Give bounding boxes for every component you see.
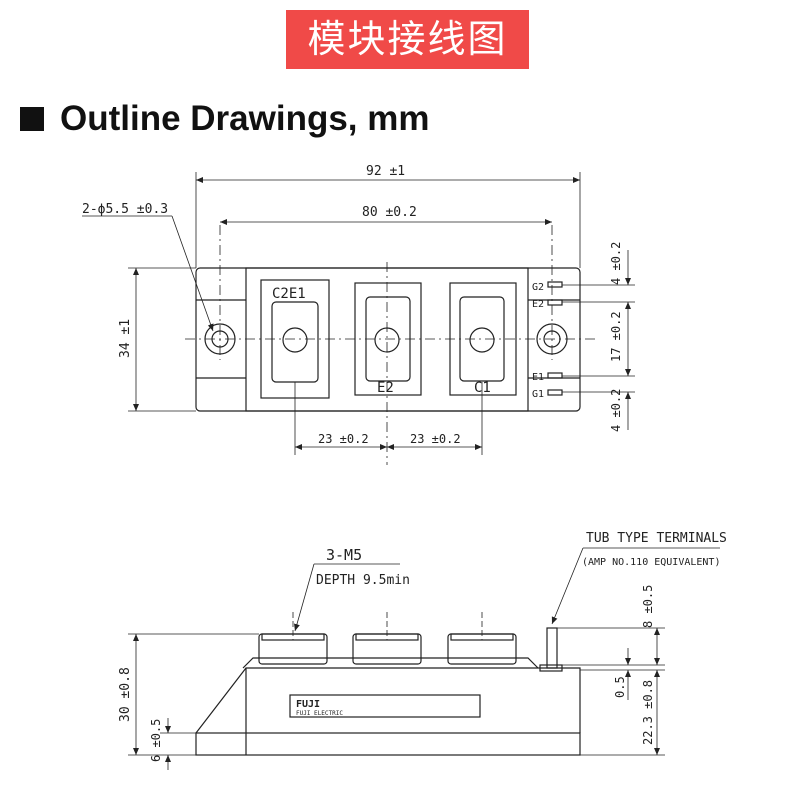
terminal-nut-1 xyxy=(258,633,328,665)
tab-label-e1: E1 xyxy=(532,372,544,383)
callout-depth: DEPTH 9.5min xyxy=(316,573,410,588)
top-view-dimensions xyxy=(82,172,635,455)
terminal-label-e2: E2 xyxy=(377,380,394,396)
dim-body-height: 22.3 ±0.8 xyxy=(641,680,655,745)
left-mount-ear xyxy=(196,299,246,379)
dim-base: 6 ±0.5 xyxy=(149,719,163,762)
tab-e2 xyxy=(547,299,563,306)
label-box xyxy=(289,694,481,718)
tab-g1 xyxy=(547,389,563,396)
tab-e1 xyxy=(547,372,563,379)
dim-tab-mid: 17 ±0.2 xyxy=(609,311,623,362)
tub-terminal xyxy=(546,627,558,669)
centerlines xyxy=(185,225,598,465)
section-title: Outline Drawings, mm xyxy=(60,99,430,138)
terminal-c1-screw xyxy=(469,327,495,353)
dim-pitch-left: 23 ±0.2 xyxy=(318,432,369,446)
module-body xyxy=(195,667,581,734)
dim-mount-pitch: 80 ±0.2 xyxy=(362,205,417,220)
terminal-nut-2 xyxy=(352,633,422,665)
base-plate xyxy=(195,732,581,756)
callout-tub-line1: TUB TYPE TERMINALS xyxy=(586,531,727,546)
side-view xyxy=(195,627,581,756)
dim-tab-bottom: 4 ±0.2 xyxy=(609,389,623,432)
tab-label-g1: G1 xyxy=(532,389,544,400)
terminal-c2e1-screw xyxy=(282,327,308,353)
black-square-icon xyxy=(20,107,44,131)
banner-title: 模块接线图 xyxy=(286,10,529,69)
callout-screw: 3-M5 xyxy=(326,546,362,564)
callout-tub-line2: (AMP NO.110 EQUIVALENT) xyxy=(582,557,720,568)
tab-label-e2: E2 xyxy=(532,299,544,310)
terminal-nut-3 xyxy=(447,633,517,665)
dim-pitch-right: 23 ±0.2 xyxy=(410,432,461,446)
side-view-dimensions xyxy=(128,547,720,770)
tab-label-g2: G2 xyxy=(532,282,544,293)
dim-tab-top: 4 ±0.2 xyxy=(609,242,623,285)
fuji-logo-subtext: FUJI ELECTRIC xyxy=(296,710,343,717)
terminal-label-c1: C1 xyxy=(474,380,491,396)
dim-height: 34 ±1 xyxy=(118,319,133,358)
dim-mount-holes: 2-ϕ5.5 ±0.3 xyxy=(82,202,168,217)
dim-tab-offset: 0.5 xyxy=(613,676,627,698)
section-heading: Outline Drawings, mm xyxy=(20,96,430,142)
dim-total-height: 30 ±0.8 xyxy=(118,667,133,722)
tab-g2 xyxy=(547,281,563,288)
terminal-label-c2e1: C2E1 xyxy=(272,286,306,302)
dim-overall-width: 92 ±1 xyxy=(366,164,405,179)
dim-tab-height: 8 ±0.5 xyxy=(641,585,655,628)
fuji-logo: FUJI xyxy=(296,699,320,710)
